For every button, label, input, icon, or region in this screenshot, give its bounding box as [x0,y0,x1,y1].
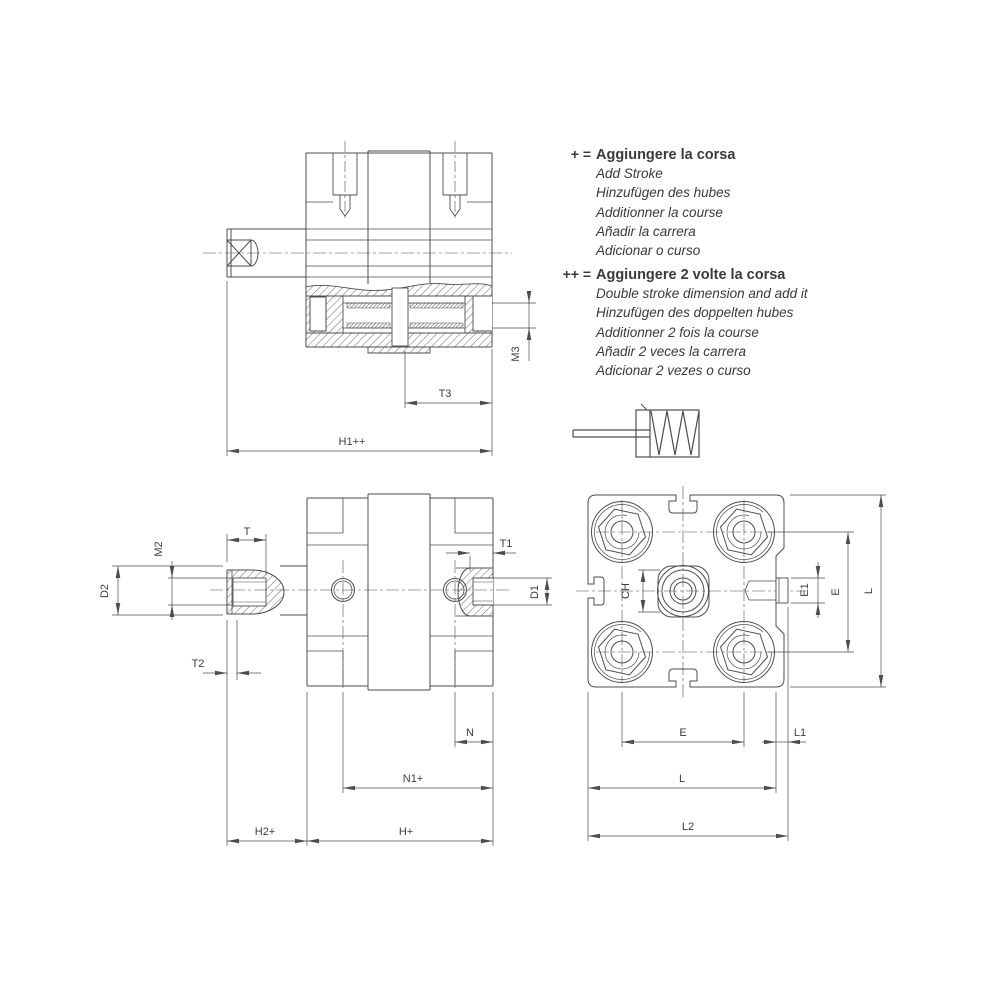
stroke-note-line: Hinzufügen des hubes [596,185,731,201]
centerlines [576,486,806,700]
dim-label-l-side: L [863,588,875,594]
dimensions-front-view [587,494,886,841]
rear-thread-section [456,567,494,617]
stroke-note-title: Aggiungere 2 volte la corsa [596,267,786,283]
stroke-note-line: Añadir 2 veces la carrera [596,343,747,359]
mounting-hole-left [332,141,358,220]
dim-label-e-bottom: E [679,727,686,739]
front-outline [587,494,785,688]
dim-label-e1: E1 [799,583,811,596]
rod-end-section [226,565,307,616]
stroke-note-double: ++ = Aggiungere 2 volte la corsa Double … [554,266,814,380]
stroke-note-line: Double stroke dimension and add it [596,286,808,301]
dim-label-t2: T2 [192,658,205,670]
dim-label-n1: N1+ [403,773,424,785]
stroke-note-line: Additionner 2 fois la course [596,324,759,340]
centerlines [210,560,512,688]
dim-label-e-side: E [830,588,842,595]
dim-label-l-bottom: L [679,773,685,785]
dim-label-t1: T1 [500,538,513,550]
dim-label-t3: T3 [439,388,452,400]
piston [391,287,409,347]
dim-label-m3: M3 [510,346,522,361]
dim-label-l2: L2 [682,821,694,833]
dim-label-d2: D2 [99,584,111,598]
dim-label-l1: L1 [794,727,806,739]
stroke-note-single: + = Aggiungere la corsa Add Stroke Hinzu… [554,146,814,260]
side-view: T M2 D2 T2 T1 D1 N N1+ H2+ H+ [99,493,552,846]
stroke-note-line: Hinzufügen des doppelten hubes [596,305,794,321]
dim-label-h1: H1++ [339,436,366,448]
single-acting-symbol [572,403,700,458]
dim-label-n: N [466,727,474,739]
stroke-note-symbol: + = [570,146,591,162]
stroke-note-symbol: ++ = [562,266,591,282]
spring-icon [650,410,700,456]
stroke-note-line: Adicionar o curso [596,243,701,259]
dim-label-h2: H2+ [255,826,276,838]
stroke-note-title: Aggiungere la corsa [596,147,736,163]
front-view: CH E1 E L E L1 L L2 [576,486,886,841]
section-cut [305,283,493,354]
stroke-note-line: Additionner la course [596,204,723,220]
body-outline [306,493,494,691]
dim-label-ch: CH [620,583,632,599]
stroke-note-line: Add Stroke [596,166,663,181]
dimensions-section-view [226,281,536,456]
mounting-hole-right [442,141,468,220]
dim-label-h: H+ [399,826,413,838]
section-view: M3 T3 H1++ [203,141,536,456]
dimensions-side-view [112,534,552,846]
air-port [744,577,789,604]
dim-label-m2: M2 [153,541,165,556]
stroke-note-line: Añadir la carrera [596,223,696,239]
dim-label-d1: D1 [529,585,541,599]
stroke-note-line: Adicionar 2 vezes o curso [596,363,751,379]
dim-label-t: T [244,526,251,538]
